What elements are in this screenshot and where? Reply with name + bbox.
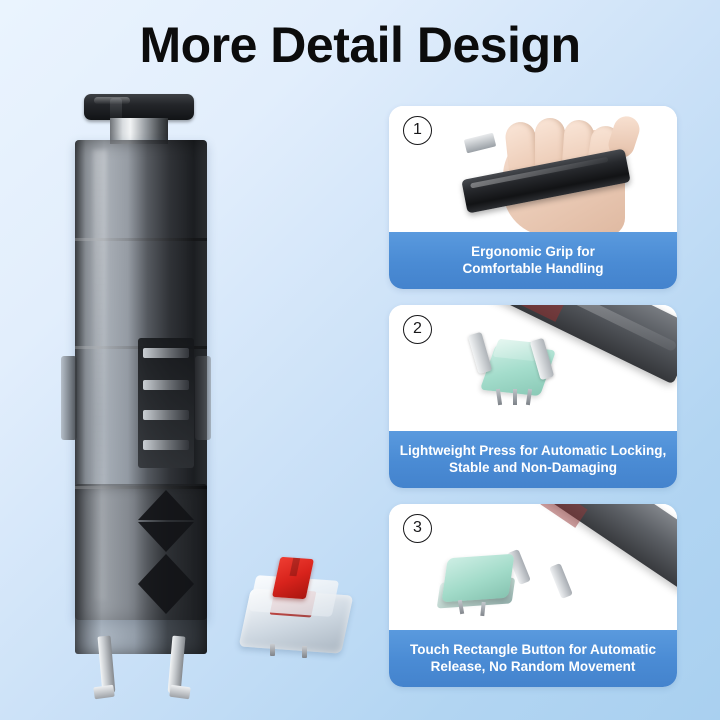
feature-caption-3: Touch Rectangle Button for Automatic Rel…	[389, 630, 677, 687]
tool-claw-foot-left	[93, 684, 115, 700]
feature-card-3[interactable]: 3 Touch Rectangle Button for Automatic R…	[389, 504, 677, 687]
feature-card-list: 1 Ergonomic Grip for Comfortable Handlin…	[389, 106, 677, 703]
caption-line-2: Stable and Non-Damaging	[448, 460, 617, 475]
switch-leg	[495, 388, 503, 406]
caption-line-1: Ergonomic Grip for	[471, 244, 595, 259]
green-switch-legs	[493, 388, 537, 407]
lattice-triangle	[138, 554, 194, 584]
lattice-triangle	[138, 584, 194, 614]
tool-claw-foot-right	[169, 684, 191, 700]
switch-pin	[270, 644, 275, 656]
gripping-claw-left	[467, 331, 493, 375]
tool-gripping-green-switch-render: 2	[389, 305, 677, 431]
tool-plunger-cap	[84, 94, 194, 120]
red-mechanical-switch	[238, 556, 354, 658]
hand-illustration	[461, 113, 643, 232]
feature-caption-2: Lightweight Press for Automatic Locking,…	[389, 431, 677, 488]
switch-leg	[525, 388, 533, 406]
switch-puller-tool	[61, 88, 230, 700]
tool-body-angled	[520, 504, 677, 594]
tool-side-wing-right	[195, 356, 211, 440]
tool-lattice-structure	[136, 488, 196, 616]
tool-seam-line	[75, 486, 207, 489]
tool-side-wing-left	[61, 356, 77, 440]
tool-cap-notch	[110, 98, 122, 120]
mechanism-bar	[143, 348, 189, 358]
open-claw-right	[549, 562, 573, 600]
page-title: More Detail Design	[139, 17, 581, 73]
grip-render-illustration	[389, 305, 677, 431]
released-switch-body	[441, 553, 515, 603]
step-badge-3: 3	[403, 514, 432, 543]
caption-line-2: Release, No Random Movement	[430, 659, 636, 674]
tool-seam-line	[75, 238, 207, 241]
mechanism-bar	[143, 440, 189, 450]
caption-line-1: Touch Rectangle Button for Automatic	[410, 642, 656, 657]
released-switch-pin	[480, 601, 486, 617]
lattice-triangle	[138, 490, 194, 520]
released-green-switch-render: 3	[389, 504, 677, 630]
feature-caption-1: Ergonomic Grip for Comfortable Handling	[389, 232, 677, 289]
product-hero-image	[40, 88, 370, 700]
tool-red-inner-detail	[540, 504, 588, 528]
tool-internal-mechanism	[138, 338, 194, 468]
hand-holding-switch-puller-photo: 1	[389, 106, 677, 232]
switch-leg	[513, 389, 517, 405]
mechanism-bar	[143, 410, 189, 420]
step-badge-2: 2	[403, 315, 432, 344]
switch-pin	[302, 646, 307, 658]
caption-line-1: Lightweight Press for Automatic Locking,	[399, 443, 667, 458]
lattice-triangle	[138, 522, 194, 552]
held-tool-claw	[463, 132, 497, 154]
step-badge-1: 1	[403, 116, 432, 145]
feature-card-2[interactable]: 2 Lightweight Press for Automatic Lockin…	[389, 305, 677, 488]
caption-line-2: Comfortable Handling	[462, 261, 604, 276]
feature-card-1[interactable]: 1 Ergonomic Grip for Comfortable Handlin…	[389, 106, 677, 289]
release-render-illustration	[389, 504, 677, 630]
mechanism-bar	[143, 380, 189, 390]
